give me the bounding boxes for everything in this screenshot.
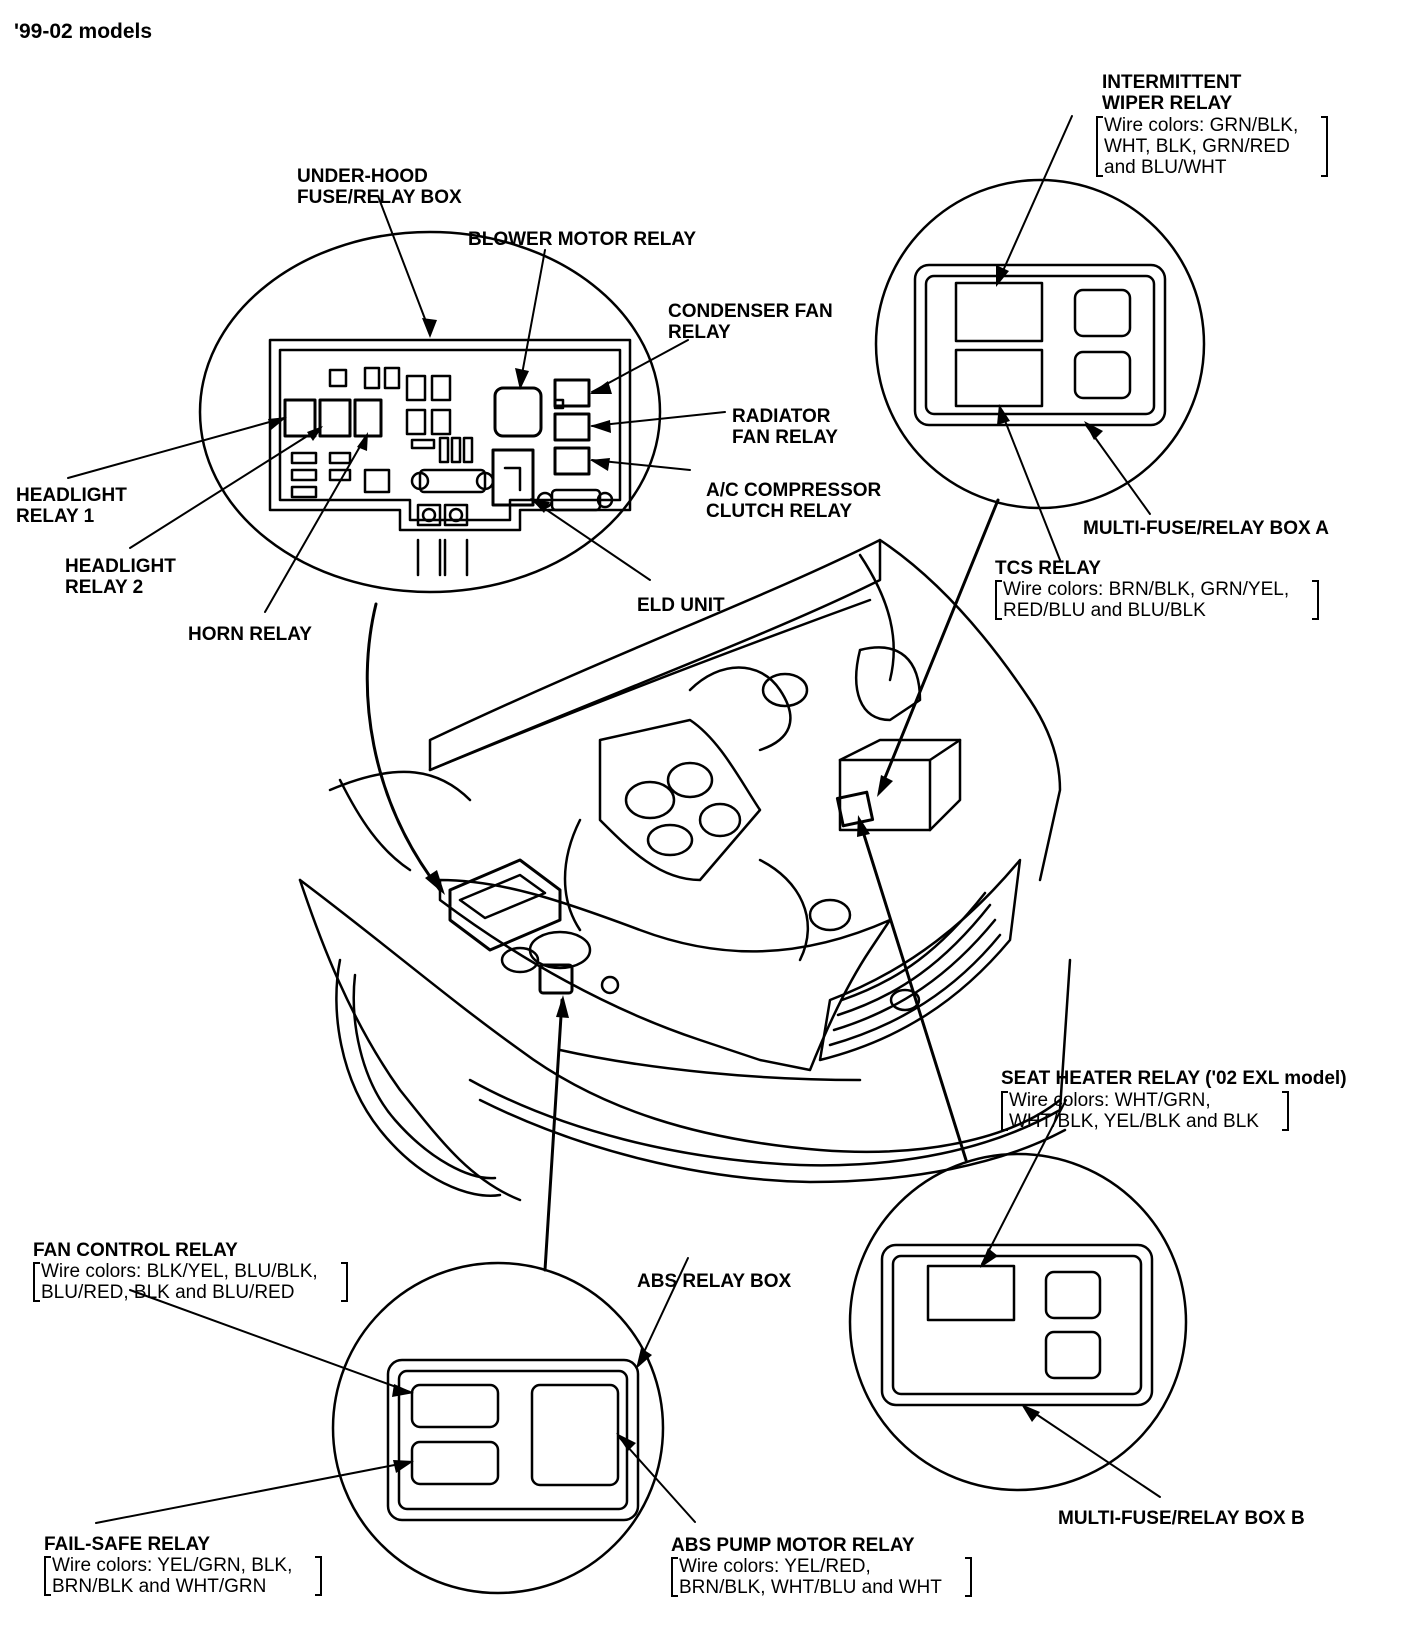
callout-lines: [365, 498, 1000, 1272]
arrowheads: [268, 265, 1103, 1473]
horn-relay-label: HORN RELAY: [188, 624, 312, 645]
multi-fuse-relay-box-b: [848, 1152, 1188, 1492]
abs-relay-box: [331, 1261, 665, 1595]
fail-safe-relay-label: FAIL-SAFE RELAY: [44, 1534, 211, 1555]
blower-motor-relay-label: BLOWER MOTOR RELAY: [468, 229, 697, 250]
under-hood-fuse-relay-box: [198, 230, 662, 594]
multi-fuse-relay-box-a: [874, 178, 1206, 510]
multi-fuse-relay-box-a-label: MULTI-FUSE/RELAY BOX A: [1083, 518, 1329, 539]
multi-fuse-relay-box-b-label: MULTI-FUSE/RELAY BOX B: [1058, 1508, 1305, 1529]
fan-control-wire-colors: Wire colors: BLK/YEL, BLU/BLK,BLU/RED, B…: [33, 1261, 348, 1303]
leader-lines: [67, 115, 1161, 1524]
page-title: '99-02 models: [14, 20, 153, 43]
tcs-relay-label: TCS RELAY: [995, 558, 1101, 579]
eld-unit-label: ELD UNIT: [637, 595, 725, 616]
abs-pump-motor-relay-label: ABS PUMP MOTOR RELAY: [671, 1535, 915, 1556]
tcs-relay-wire-colors: Wire colors: BRN/BLK, GRN/YEL,RED/BLU an…: [995, 579, 1320, 621]
seat-heater-wire-colors: Wire colors: WHT/GRN,WHT/BLK, YEL/BLK an…: [1001, 1090, 1289, 1132]
seat-heater-relay-label: SEAT HEATER RELAY ('02 EXL model): [1001, 1068, 1347, 1089]
abs-relay-box-label: ABS RELAY BOX: [637, 1271, 792, 1292]
fail-safe-wire-colors: Wire colors: YEL/GRN, BLK,BRN/BLK and WH…: [44, 1555, 323, 1597]
fan-control-relay-label: FAN CONTROL RELAY: [33, 1240, 238, 1261]
car-body: [298, 538, 1072, 1202]
abs-pump-motor-wire-colors: Wire colors: YEL/RED,BRN/BLK, WHT/BLU an…: [671, 1556, 972, 1598]
